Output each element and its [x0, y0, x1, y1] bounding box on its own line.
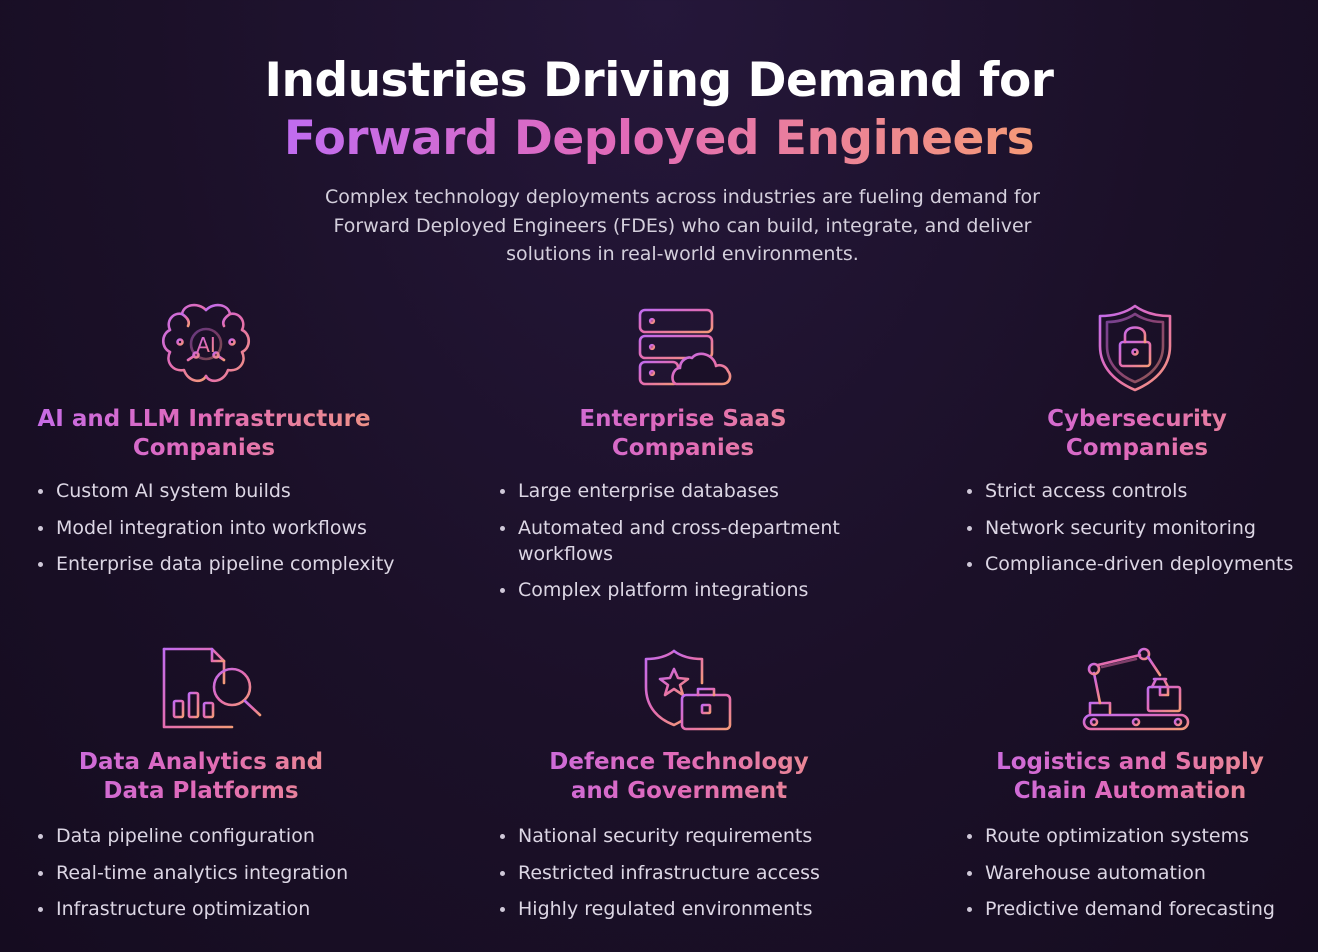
list-item: Model integration into workflows [38, 515, 438, 541]
industry-title: Data Analytics and Data Platforms [0, 748, 402, 806]
list-item: Custom AI system builds [38, 478, 438, 504]
list-item: Large enterprise databases [500, 478, 880, 504]
industry-points: Data pipeline configuration Real-time an… [38, 823, 438, 933]
list-item: Predictive demand forecasting [967, 896, 1317, 922]
shield-star-briefcase-icon [644, 649, 732, 731]
industry-title: AI and LLM Infrastructure Companies [0, 405, 408, 463]
list-item: Automated and cross-department workflows [500, 515, 880, 567]
shield-lock-icon [1098, 304, 1172, 392]
industry-points: Strict access controls Network security … [967, 478, 1317, 588]
industry-title: Enterprise SaaS Companies [460, 405, 906, 463]
list-item: Enterprise data pipeline complexity [38, 551, 438, 577]
industry-points: Custom AI system builds Model integratio… [38, 478, 438, 588]
list-item: National security requirements [500, 823, 880, 849]
industry-title: Logistics and Supply Chain Automation [920, 748, 1318, 806]
industry-points: National security requirements Restricte… [500, 823, 880, 933]
list-item: Warehouse automation [967, 860, 1317, 886]
industry-points: Route optimization systems Warehouse aut… [967, 823, 1317, 933]
industry-card-data-analytics: Data Analytics and Data Platforms Data p… [0, 645, 440, 945]
header: Industries Driving Demand for Forward De… [0, 52, 1318, 168]
ai-brain-icon: AI [161, 303, 251, 383]
industry-title: Cybersecurity Companies [920, 405, 1318, 463]
industry-card-logistics: Logistics and Supply Chain Automation Ro… [920, 645, 1318, 945]
robot-arm-conveyor-icon [1082, 647, 1190, 731]
ai-icon-label: AI [196, 333, 216, 357]
list-item: Real-time analytics integration [38, 860, 438, 886]
industry-title: Defence Technology and Government [460, 748, 898, 806]
list-item: Restricted infrastructure access [500, 860, 880, 886]
list-item: Data pipeline configuration [38, 823, 438, 849]
list-item: Infrastructure optimization [38, 896, 438, 922]
list-item: Highly regulated environments [500, 896, 880, 922]
page-subtitle: Complex technology deployments across in… [325, 186, 1040, 265]
page-title-highlight: Forward Deployed Engineers [283, 111, 1035, 166]
industry-points: Large enterprise databases Automated and… [500, 478, 880, 614]
list-item: Strict access controls [967, 478, 1317, 504]
server-cloud-icon [638, 308, 732, 386]
list-item: Compliance-driven deployments [967, 551, 1317, 577]
industry-card-defence: Defence Technology and Government Nation… [460, 645, 890, 945]
list-item: Route optimization systems [967, 823, 1317, 849]
page-title: Industries Driving Demand for [264, 53, 1054, 108]
industry-card-ai: AI AI and LLM Infrastructure Companies C… [0, 300, 440, 600]
list-item: Network security monitoring [967, 515, 1317, 541]
list-item: Complex platform integrations [500, 577, 880, 603]
industry-card-saas: Enterprise SaaS Companies Large enterpri… [460, 300, 890, 610]
report-search-icon [162, 647, 262, 729]
industry-card-cybersecurity: Cybersecurity Companies Strict access co… [920, 300, 1318, 600]
